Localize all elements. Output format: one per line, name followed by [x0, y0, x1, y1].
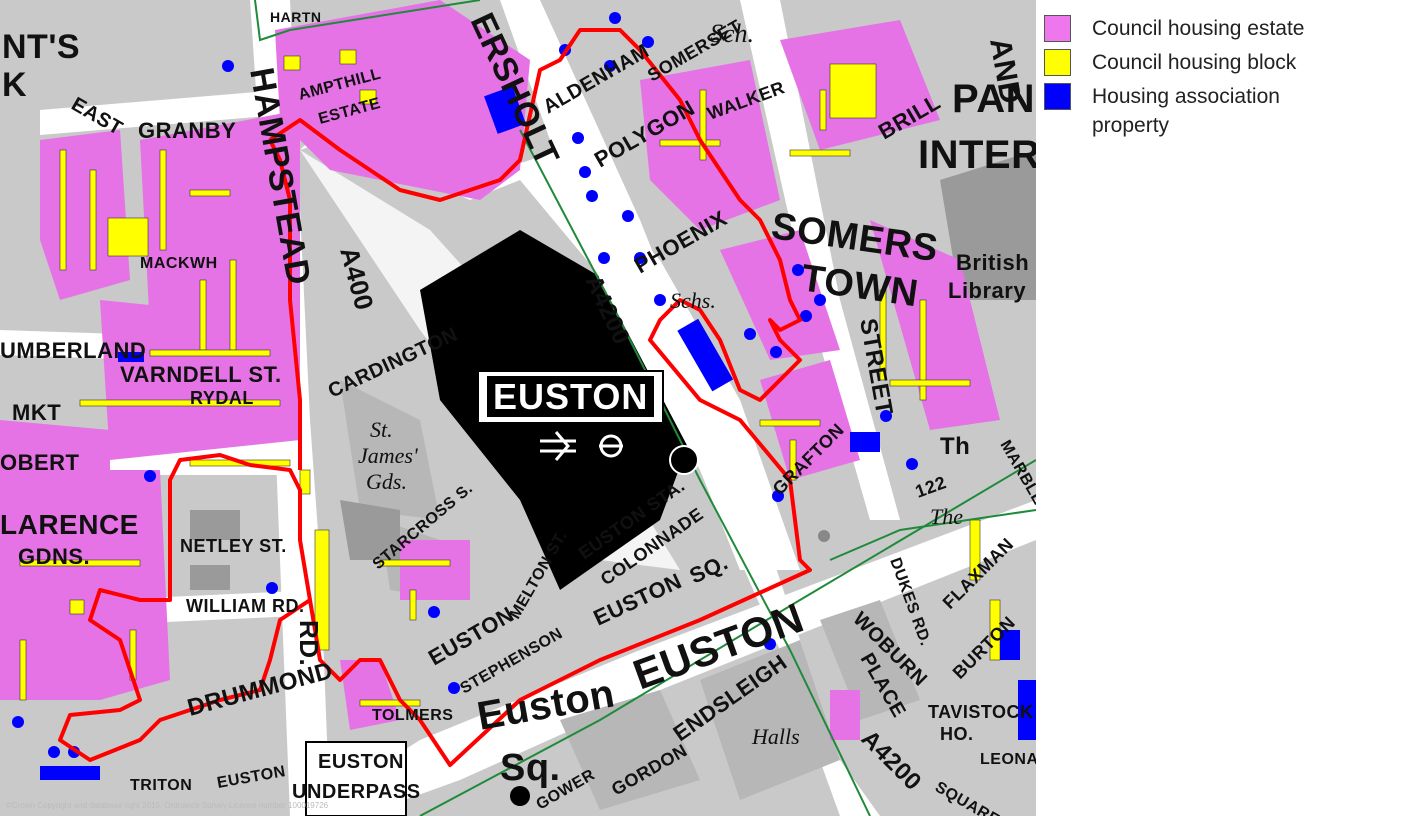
- label-regents: NT'S: [2, 28, 80, 66]
- legend-item-council-estate: Council housing estate: [1044, 14, 1399, 43]
- label-robert: OBERT: [0, 450, 80, 475]
- label-pan: PAN: [952, 77, 1035, 121]
- granby-terrace: [40, 90, 280, 135]
- legend-label-council-estate: Council housing estate: [1092, 17, 1305, 40]
- legend-item-housing-association: Housing association property: [1044, 82, 1399, 140]
- label-underpass-1: EUSTON: [318, 751, 404, 773]
- label-st: St.: [370, 417, 393, 442]
- label-varndell: VARNDELL ST.: [120, 362, 282, 387]
- map-area: NT'S K GRANBY EAST HAMPSTEAD RD. A400 A4…: [0, 0, 1036, 816]
- legend-swatch-council-block: [1044, 49, 1071, 76]
- label-james: James': [358, 443, 418, 468]
- label-mkt: MKT: [12, 400, 61, 425]
- label-halls: Halls: [751, 724, 800, 749]
- station-circle-icon: [669, 445, 699, 475]
- label-netley: NETLEY ST.: [180, 536, 287, 556]
- dark-blocks: [190, 150, 1036, 590]
- station-name: EUSTON: [487, 376, 655, 417]
- hs2-boundary: [58, 28, 812, 767]
- label-cumberland: UMBERLAND: [0, 338, 146, 363]
- label-british: British: [956, 250, 1029, 275]
- label-granby: GRANBY: [138, 118, 236, 143]
- label-park: K: [2, 66, 27, 104]
- label-mackworth: MACKWH: [140, 255, 218, 272]
- legend-item-council-block: Council housing block: [1044, 48, 1399, 77]
- label-harrington: HARTN: [270, 9, 322, 25]
- label-clarence: LARENCE: [0, 509, 139, 540]
- label-rydal: RYDAL: [190, 388, 254, 408]
- ward-line-south: [419, 459, 1036, 816]
- label-underpass-2: UNDERPASS: [292, 781, 421, 803]
- euston-road: [300, 500, 1036, 816]
- legend-label-council-block: Council housing block: [1092, 51, 1297, 74]
- national-rail-icon: [540, 431, 576, 461]
- underpass-box: [305, 741, 407, 816]
- label-ho: HO.: [940, 724, 974, 744]
- ward-line-east: [519, 129, 871, 816]
- label-gds: Gds.: [366, 469, 407, 494]
- ward-line-southeast: [829, 509, 1036, 561]
- label-road: RD.: [294, 620, 324, 666]
- label-leonard: LEONA: [980, 751, 1036, 768]
- label-gdns: GDNS.: [18, 544, 90, 569]
- hs2-boundary-west: [268, 139, 302, 470]
- grey-marker: [818, 530, 830, 542]
- housing-association: [12, 12, 1036, 780]
- label-tavistock: TAVISTOCK: [928, 702, 1034, 722]
- legend: Council housing estate Council housing b…: [1044, 14, 1399, 145]
- chalton-street: [740, 0, 900, 520]
- ward-line-north: [254, 0, 481, 42]
- label-inter: INTER: [918, 133, 1036, 177]
- label-library: Library: [948, 278, 1026, 303]
- legend-label-housing-association: Housing association property: [1092, 85, 1280, 137]
- label-schs: Schs.: [670, 288, 716, 313]
- euston-square-station-icon: [510, 786, 530, 806]
- label-william: WILLIAM RD.: [186, 596, 304, 616]
- station-name-box: EUSTON: [476, 370, 665, 424]
- label-sq-big: Sq.: [500, 747, 561, 789]
- label-the: The: [930, 504, 963, 529]
- label-th: Th: [940, 433, 970, 460]
- legend-swatch-council-estate: [1044, 15, 1071, 42]
- label-triton: TRITON: [130, 777, 192, 794]
- copyright-notice: ©Crown Copyright and database right 2015…: [6, 801, 329, 810]
- label-tolmers: TOLMERS: [372, 707, 453, 724]
- label-sch: Sch.: [710, 19, 754, 48]
- eversholt-street: [500, 0, 880, 816]
- legend-swatch-housing-association: [1044, 83, 1071, 110]
